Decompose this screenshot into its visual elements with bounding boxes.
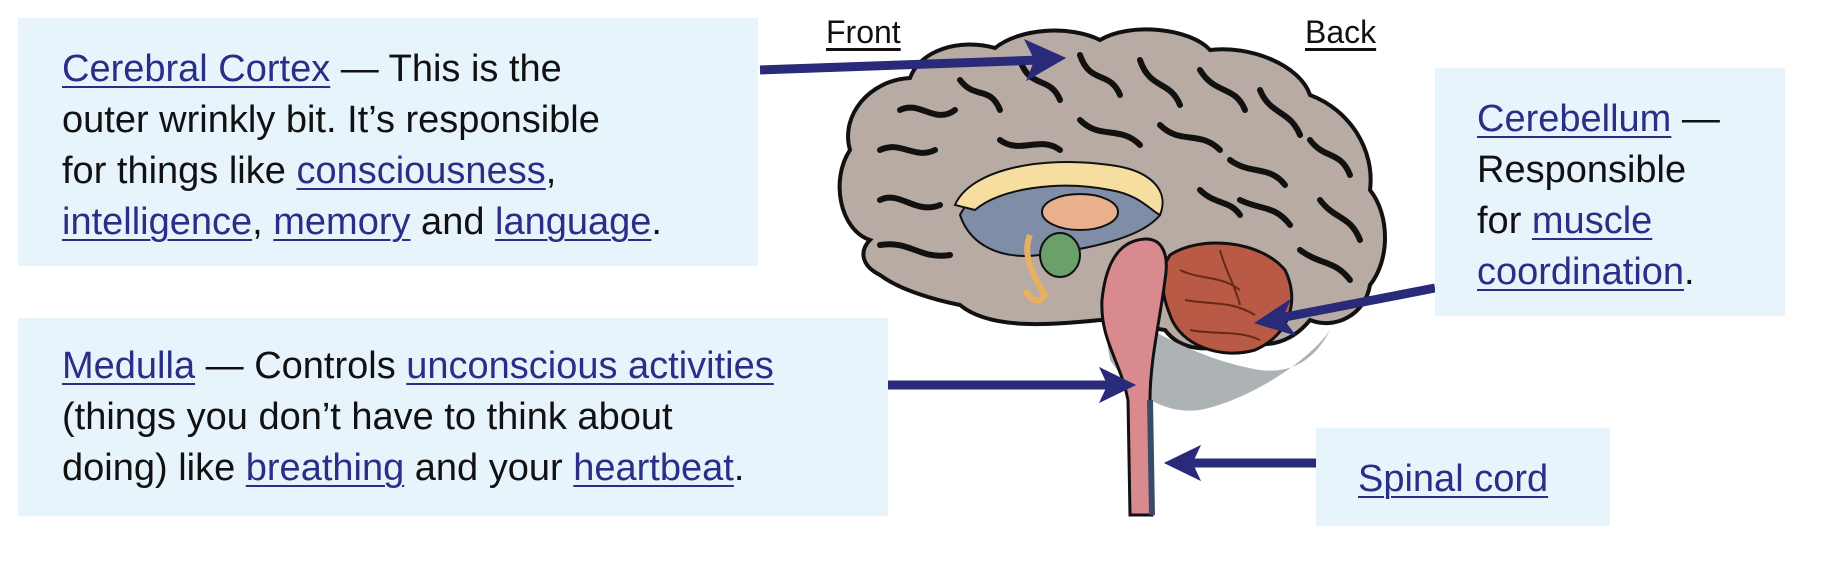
cerebellum-shape	[1161, 241, 1294, 355]
spinal-cord-link[interactable]: Spinal cord	[1358, 458, 1549, 500]
cortex-term-link[interactable]: Cerebral Cortex	[62, 48, 331, 90]
unconscious-activities-link[interactable]: unconscious activities	[406, 345, 774, 387]
cortex-line-4: intelligence, memory and language.	[62, 201, 662, 243]
coordination-link[interactable]: coordination	[1477, 251, 1685, 293]
nucleus-shape	[1039, 232, 1081, 278]
cerebellum-box: Cerebellum — Responsible for muscle coor…	[1435, 68, 1785, 316]
medulla-box: Medulla — Controls unconscious activitie…	[18, 318, 888, 516]
occipital-shape	[1100, 300, 1330, 411]
medulla-line-2: (things you don’t have to think about	[62, 396, 673, 438]
cerebellum-line-2: Responsible	[1477, 149, 1687, 191]
cortex-line-3: for things like consciousness,	[62, 150, 557, 192]
fornix-shape	[1022, 233, 1049, 304]
cerebellum-term-link[interactable]: Cerebellum	[1477, 98, 1672, 140]
cerebellum-line-3: for muscle	[1477, 200, 1653, 242]
thalamus-shape	[1041, 193, 1119, 231]
arrow-cerebellum-head	[1253, 298, 1297, 336]
medulla-line-1: Medulla — Controls unconscious activitie…	[62, 345, 774, 387]
medulla-line-3: doing) like breathing and your heartbeat…	[62, 447, 745, 489]
front-label: Front	[826, 14, 901, 50]
corpus-callosum-shape	[953, 160, 1164, 217]
medulla-term-link[interactable]: Medulla	[62, 345, 196, 387]
arrow-spinal-head	[1163, 444, 1202, 482]
cortex-box: Cerebral Cortex — This is the outer wrin…	[18, 18, 758, 266]
breathing-link[interactable]: breathing	[245, 447, 405, 489]
muscle-link[interactable]: muscle	[1531, 200, 1653, 242]
arrow-cerebellum	[1279, 283, 1436, 323]
arrow-cortex-head	[1023, 38, 1067, 82]
language-link[interactable]: language	[495, 201, 652, 243]
cortex-line-2: outer wrinkly bit. It’s responsible	[62, 99, 600, 141]
cortex-folds	[877, 52, 1363, 283]
cerebellum-folds	[1179, 249, 1261, 341]
back-label: Back	[1305, 14, 1377, 50]
cortex-line-1: Cerebral Cortex — This is the	[62, 48, 562, 90]
consciousness-link[interactable]: consciousness	[296, 150, 546, 192]
arrow-medulla-head	[1098, 366, 1137, 404]
spinal-cord-shape	[1147, 399, 1155, 516]
heartbeat-link[interactable]: heartbeat	[573, 447, 734, 489]
arrows	[759, 38, 1436, 482]
cerebellum-line-1: Cerebellum —	[1477, 98, 1720, 140]
spinal-cord-box: Spinal cord	[1316, 428, 1610, 526]
memory-link[interactable]: memory	[273, 201, 411, 243]
cerebellum-line-4: coordination.	[1477, 251, 1695, 293]
arrow-cortex	[759, 55, 1041, 75]
intelligence-link[interactable]: intelligence	[62, 201, 253, 243]
